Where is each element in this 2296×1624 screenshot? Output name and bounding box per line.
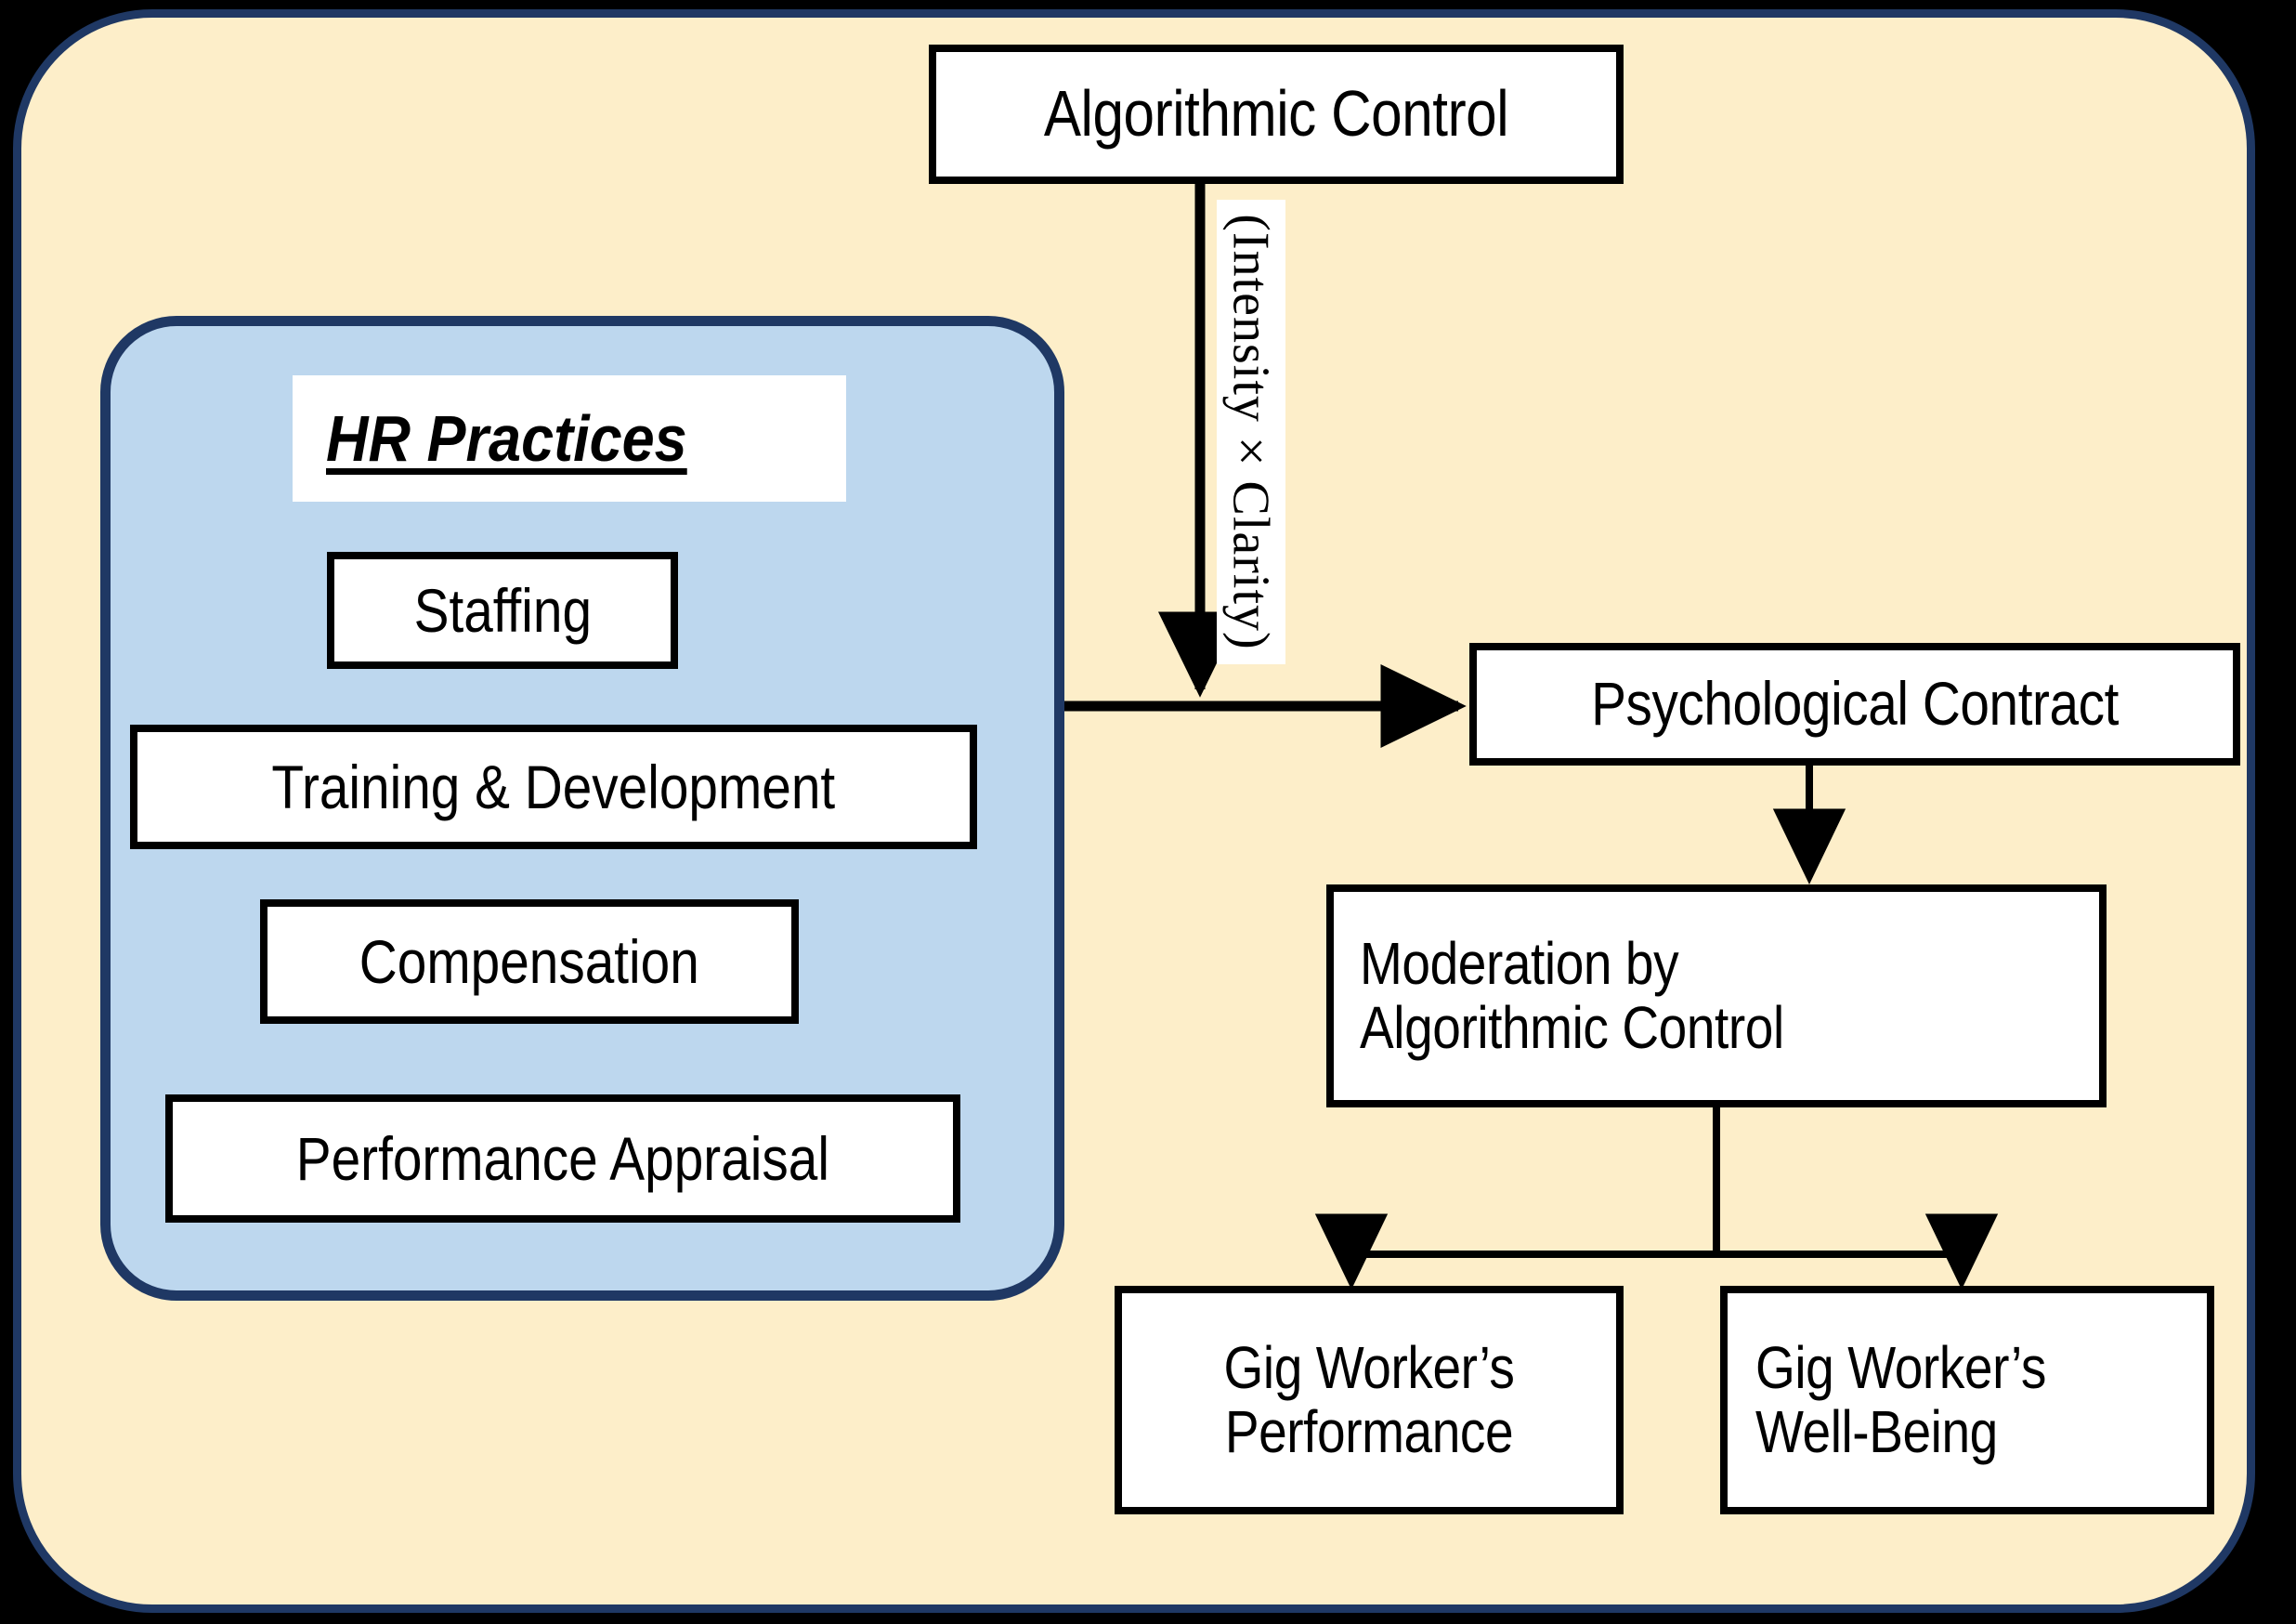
hr-item-performance-appraisal: Performance Appraisal bbox=[165, 1094, 960, 1223]
node-gig-workers-performance: Gig Worker’s Performance bbox=[1115, 1286, 1624, 1514]
edge-label-text: (Intensity × Clarity) bbox=[1222, 214, 1281, 650]
node-psychological-contract: Psychological Contract bbox=[1469, 643, 2240, 766]
hr-practices-heading: HR Practices bbox=[293, 375, 846, 502]
node-algorithmic-control: Algorithmic Control bbox=[929, 45, 1624, 184]
node-algorithmic-control-label: Algorithmic Control bbox=[1043, 77, 1509, 151]
hr-item-staffing: Staffing bbox=[327, 552, 678, 669]
hr-item-compensation-label: Compensation bbox=[359, 927, 700, 996]
hr-item-training-and-development: Training & Development bbox=[130, 725, 977, 849]
node-moderation-by-algorithmic-control: Moderation by Algorithmic Control bbox=[1326, 884, 2107, 1107]
hr-practices-heading-label: HR Practices bbox=[326, 402, 687, 475]
hr-item-training-and-development-label: Training & Development bbox=[271, 753, 836, 821]
node-gig-workers-well-being-label: Gig Worker’s Well-Being bbox=[1755, 1333, 2046, 1465]
node-gig-workers-well-being: Gig Worker’s Well-Being bbox=[1720, 1286, 2214, 1514]
node-moderation-label: Moderation by Algorithmic Control bbox=[1360, 929, 1784, 1061]
hr-item-performance-appraisal-label: Performance Appraisal bbox=[295, 1124, 830, 1193]
node-gig-workers-performance-label: Gig Worker’s Performance bbox=[1223, 1333, 1515, 1465]
hr-item-compensation: Compensation bbox=[260, 899, 799, 1024]
edge-label-intensity-clarity: (Intensity × Clarity) bbox=[1217, 200, 1285, 664]
hr-item-staffing-label: Staffing bbox=[413, 576, 592, 645]
node-psychological-contract-label: Psychological Contract bbox=[1591, 669, 2119, 739]
